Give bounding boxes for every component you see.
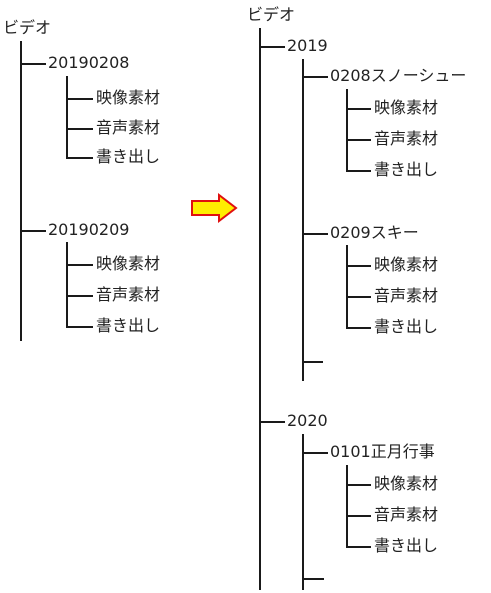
before-group-label: 20190209 <box>48 220 130 239</box>
after-year-label: 2019 <box>287 36 328 55</box>
before-child-label: 音声素材 <box>96 285 161 304</box>
after-child-connector <box>346 108 371 110</box>
after-child-connector <box>346 546 371 548</box>
before-root-label: ビデオ <box>3 18 52 37</box>
before-group-trunk <box>66 76 68 157</box>
after-folder-connector <box>302 452 328 454</box>
after-year-trunk <box>302 434 304 590</box>
before-group-label: 20190208 <box>48 53 130 72</box>
after-root-trunk <box>259 28 261 590</box>
after-child-label: 映像素材 <box>374 474 439 493</box>
before-child-connector <box>66 98 93 100</box>
after-child-label: 映像素材 <box>374 98 439 117</box>
after-child-label: 書き出し <box>374 160 439 179</box>
before-group-connector <box>20 63 46 65</box>
before-child-label: 映像素材 <box>96 254 161 273</box>
after-child-connector <box>346 515 371 517</box>
before-child-connector <box>66 264 93 266</box>
after-child-connector <box>346 296 371 298</box>
before-child-label: 映像素材 <box>96 88 161 107</box>
after-year-connector <box>259 421 285 423</box>
before-child-connector <box>66 157 93 159</box>
before-child-label: 書き出し <box>96 147 161 166</box>
after-child-label: 書き出し <box>374 317 439 336</box>
after-year-label: 2020 <box>287 411 328 430</box>
after-folder-label: 0209スキー <box>330 223 419 242</box>
after-child-connector <box>346 265 371 267</box>
before-child-connector <box>66 128 93 130</box>
after-folder-connector <box>302 233 328 235</box>
after-child-label: 映像素材 <box>374 255 439 274</box>
after-child-label: 音声素材 <box>374 286 439 305</box>
before-child-connector <box>66 295 93 297</box>
after-folder-label: 0208スノーシュー <box>330 66 467 85</box>
after-empty-connector <box>302 578 324 580</box>
after-root-label: ビデオ <box>247 5 296 24</box>
before-group-trunk <box>66 242 68 326</box>
after-year-trunk <box>302 59 304 381</box>
right-arrow-icon <box>191 193 238 223</box>
before-child-connector <box>66 326 93 328</box>
before-root-trunk <box>20 41 22 341</box>
after-folder-connector <box>302 76 328 78</box>
after-child-label: 音声素材 <box>374 505 439 524</box>
after-child-label: 音声素材 <box>374 129 439 148</box>
after-folder-trunk <box>346 245 348 327</box>
before-child-label: 音声素材 <box>96 118 161 137</box>
before-child-label: 書き出し <box>96 316 161 335</box>
after-child-connector <box>346 170 371 172</box>
after-folder-label: 0101正月行事 <box>330 442 435 461</box>
after-child-label: 書き出し <box>374 536 439 555</box>
after-folder-trunk <box>346 465 348 546</box>
after-year-connector <box>259 46 285 48</box>
before-group-connector <box>20 230 46 232</box>
after-empty-connector <box>302 361 323 363</box>
after-child-connector <box>346 327 371 329</box>
after-folder-trunk <box>346 89 348 170</box>
after-child-connector <box>346 139 371 141</box>
after-child-connector <box>346 484 371 486</box>
